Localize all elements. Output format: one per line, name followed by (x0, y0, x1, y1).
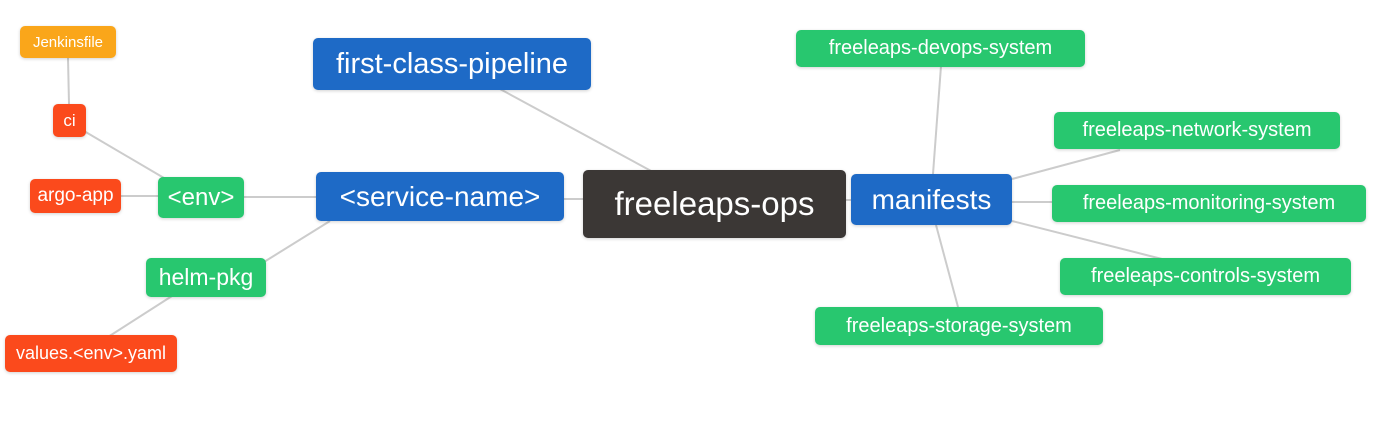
node-env[interactable]: <env> (158, 177, 244, 218)
node-controls-system[interactable]: freeleaps-controls-system (1060, 258, 1351, 295)
node-freeleaps-ops[interactable]: freeleaps-ops (583, 170, 846, 238)
node-jenkinsfile[interactable]: Jenkinsfile (20, 26, 116, 58)
edge-service-name-to-helm-pkg (263, 220, 331, 263)
node-network-system[interactable]: freeleaps-network-system (1054, 112, 1340, 149)
node-ci[interactable]: ci (53, 104, 86, 137)
node-manifests[interactable]: manifests (851, 174, 1012, 225)
node-argo-app[interactable]: argo-app (30, 179, 121, 213)
node-values-env-yaml[interactable]: values.<env>.yaml (5, 335, 177, 372)
edge-manifests-to-controls-system (1011, 220, 1163, 260)
node-helm-pkg[interactable]: helm-pkg (146, 258, 266, 297)
node-first-class-pipeline[interactable]: first-class-pipeline (313, 38, 591, 90)
edge-helm-pkg-to-values-env-yaml (107, 295, 173, 338)
node-monitoring-system[interactable]: freeleaps-monitoring-system (1052, 185, 1366, 222)
edge-devops-system-to-manifests (932, 65, 942, 175)
edge-ci-to-env (83, 130, 165, 179)
node-service-name[interactable]: <service-name> (316, 172, 564, 221)
node-devops-system[interactable]: freeleaps-devops-system (796, 30, 1085, 67)
node-storage-system[interactable]: freeleaps-storage-system (815, 307, 1103, 345)
edge-first-class-pipeline-to-ops (499, 88, 654, 173)
edge-jenkinsfile-to-ci (67, 57, 70, 105)
edge-manifests-to-network-system (1011, 149, 1121, 180)
edge-manifests-to-storage-system (935, 224, 959, 308)
